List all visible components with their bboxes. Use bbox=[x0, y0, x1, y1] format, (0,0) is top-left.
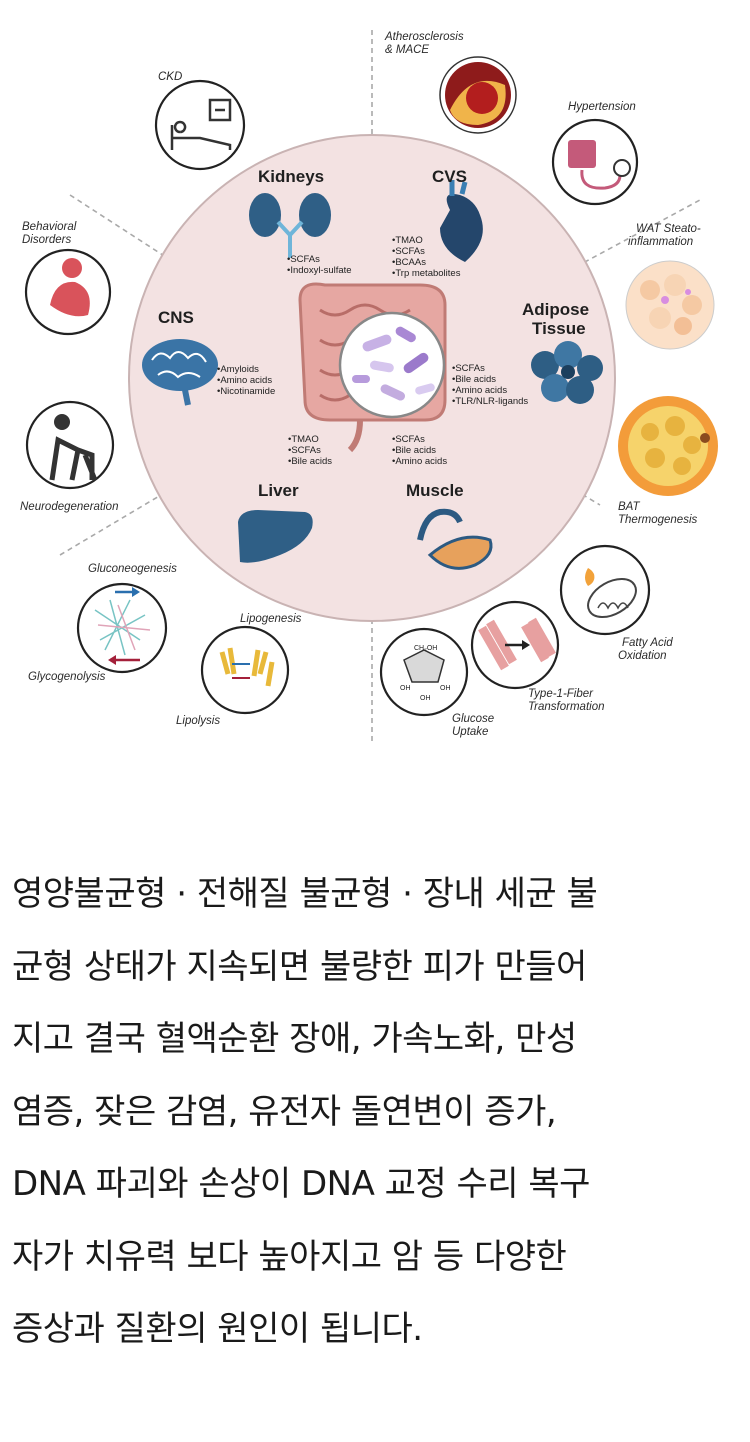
metabolite-item: •SCFAs bbox=[287, 254, 320, 265]
behavioral-disorders-icon bbox=[24, 248, 112, 336]
paragraph-line: 영양불균형 · 전해질 불균형 · 장내 세균 불 bbox=[12, 874, 598, 914]
glucose-uptake-label-2: Uptake bbox=[452, 726, 488, 738]
muscle-label: Muscle bbox=[406, 481, 464, 500]
wat-label-2: inflammation bbox=[628, 236, 693, 248]
liver-icon bbox=[238, 510, 313, 563]
atherosclerosis-label-1: Atherosclerosis bbox=[384, 31, 464, 43]
lipogenesis-lipolysis-icon bbox=[200, 625, 290, 715]
fatty-acid-label-2: Oxidation bbox=[618, 650, 667, 662]
gluconeogenesis-icon bbox=[76, 582, 168, 674]
ckd-label: CKD bbox=[158, 71, 182, 83]
chem-label: OH bbox=[420, 695, 431, 702]
metabolite-item: •SCFAs bbox=[452, 363, 485, 374]
metabolite-item: •SCFAs bbox=[392, 246, 425, 257]
chem-label: OH bbox=[400, 685, 411, 692]
fatty-acid-label-1: Fatty Acid bbox=[622, 637, 673, 649]
body-paragraph: 영양불균형 · 전해질 불균형 · 장내 세균 불 균형 상태가 지속되면 불량… bbox=[12, 858, 742, 1366]
cns-label: CNS bbox=[158, 308, 194, 327]
hypertension-icon bbox=[551, 118, 639, 206]
adipose-cells-icon bbox=[531, 341, 603, 404]
kidneys-icon bbox=[249, 193, 331, 258]
chem-label: CH₂OH bbox=[414, 645, 437, 652]
paragraph-line: 염증, 잦은 감염, 유전자 돌연변이 증가, bbox=[12, 1091, 557, 1132]
liver-label: Liver bbox=[258, 481, 299, 500]
paragraph-line: 균형 상태가 지속되면 불량한 피가 만들어 bbox=[12, 946, 587, 987]
metabolite-item: •SCFAs bbox=[288, 445, 321, 456]
glucose-uptake-icon: CH₂OH OH OH OH bbox=[379, 627, 469, 717]
paragraph-line: 자가 치유력 보다 높아지고 암 등 다양한 bbox=[12, 1236, 567, 1277]
metabolite-item: •Amino acids bbox=[392, 456, 447, 467]
muscle-metabolites: •SCFAs •Bile acids •Amino acids bbox=[392, 434, 447, 467]
atherosclerosis-label-2: & MACE bbox=[385, 44, 429, 56]
adipose-metabolites: •SCFAs •Bile acids •Amino acids •TLR/NLR… bbox=[452, 363, 528, 407]
chem-label: OH bbox=[440, 685, 451, 692]
ckd-icon bbox=[154, 79, 246, 171]
metabolite-item: •Trp metabolites bbox=[392, 268, 461, 279]
metabolite-item: •TMAO bbox=[288, 434, 319, 445]
type1-fiber-label-1: Type-1-Fiber bbox=[528, 688, 594, 700]
metabolite-item: •TLR/NLR-ligands bbox=[452, 396, 528, 407]
wat-label-1: WAT Steato- bbox=[636, 223, 701, 235]
type1-fiber-label-2: Transformation bbox=[528, 701, 604, 713]
adipose-label-1: Adipose bbox=[522, 300, 589, 319]
gluconeogenesis-label: Gluconeogenesis bbox=[88, 563, 177, 575]
behavioral-label-1: Behavioral bbox=[22, 221, 77, 233]
cns-metabolites: •Amyloids •Amino acids •Nicotinamide bbox=[217, 364, 275, 397]
cvs-label: CVS bbox=[432, 167, 467, 186]
brain-icon bbox=[142, 339, 218, 406]
neurodegeneration-label: Neurodegeneration bbox=[20, 501, 118, 513]
liver-metabolites: •TMAO •SCFAs •Bile acids bbox=[288, 434, 332, 467]
gut-microbiome-organ-diagram: Kidneys CVS CNS Adipose Tissue Liver Mus… bbox=[20, 30, 718, 745]
fatty-acid-oxidation-icon bbox=[559, 544, 651, 636]
kidneys-metabolites: •SCFAs •Indoxyl-sulfate bbox=[287, 254, 352, 276]
metabolite-item: •Bile acids bbox=[452, 374, 496, 385]
metabolite-item: •Bile acids bbox=[288, 456, 332, 467]
paragraph-line: 증상과 질환의 원인이 됩니다. bbox=[12, 1309, 423, 1349]
bat-thermogenesis-icon bbox=[618, 396, 718, 496]
metabolite-item: •Amyloids bbox=[217, 364, 259, 375]
lipolysis-label: Lipolysis bbox=[176, 715, 220, 727]
metabolite-item: •Amino acids bbox=[217, 375, 272, 386]
muscle-arm-icon bbox=[417, 508, 493, 570]
neurodegeneration-icon bbox=[25, 400, 115, 490]
paragraph-line: 지고 결국 혈액순환 장애, 가속노화, 만성 bbox=[12, 1019, 577, 1059]
behavioral-label-2: Disorders bbox=[22, 234, 71, 246]
metabolite-item: •Indoxyl-sulfate bbox=[287, 265, 352, 276]
metabolite-item: •BCAAs bbox=[392, 257, 426, 268]
metabolite-item: •Amino acids bbox=[452, 385, 507, 396]
lipogenesis-label: Lipogenesis bbox=[240, 613, 302, 625]
metabolite-item: •SCFAs bbox=[392, 434, 425, 445]
bat-label-2: Thermogenesis bbox=[618, 514, 698, 526]
atherosclerosis-icon bbox=[439, 56, 517, 134]
kidneys-label: Kidneys bbox=[258, 167, 324, 186]
paragraph-line: DNA 파괴와 손상이 DNA 교정 수리 복구 bbox=[12, 1164, 590, 1204]
heart-icon bbox=[440, 180, 483, 262]
glycogenolysis-label: Glycogenolysis bbox=[28, 671, 106, 683]
type1-fiber-icon bbox=[470, 600, 560, 690]
cvs-metabolites: •TMAO •SCFAs •BCAAs •Trp metabolites bbox=[392, 235, 461, 279]
metabolite-item: •TMAO bbox=[392, 235, 423, 246]
microbe-magnifier-icon bbox=[338, 311, 446, 419]
adipose-label-2: Tissue bbox=[532, 319, 586, 338]
metabolite-item: •Bile acids bbox=[392, 445, 436, 456]
wat-inflammation-icon bbox=[625, 260, 715, 350]
metabolite-item: •Nicotinamide bbox=[217, 386, 275, 397]
glucose-uptake-label-1: Glucose bbox=[452, 713, 494, 725]
hypertension-label: Hypertension bbox=[568, 101, 636, 113]
bat-label-1: BAT bbox=[618, 501, 640, 513]
